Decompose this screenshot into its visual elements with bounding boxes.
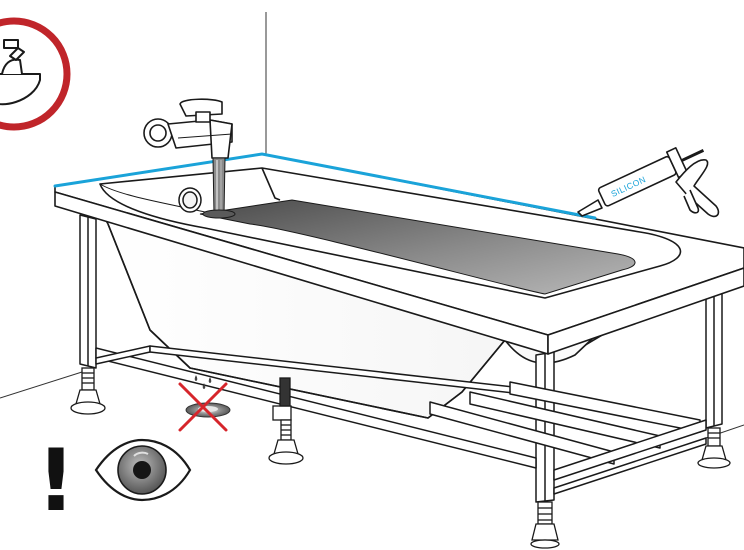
eye-icon: [94, 438, 192, 502]
foot-front-right: [530, 501, 560, 549]
frame-slat-2: [469, 391, 661, 449]
frame-rail-right: [553, 419, 707, 481]
caulk-nozzle: [577, 199, 603, 217]
room-lines: [0, 12, 744, 441]
support-frame: [79, 214, 723, 503]
caulk-gun-icon: SILICON: [577, 147, 720, 218]
foot-front-left: [70, 367, 106, 415]
overflow-drain: [178, 187, 202, 213]
silicone-sealant-line: [53, 152, 597, 220]
frame-rail-right-lower: [553, 437, 707, 495]
leak-forbidden-icon: [178, 375, 231, 432]
adjustable-feet: [70, 367, 731, 549]
wash-basin-icon: [0, 17, 71, 131]
water-stream: [202, 157, 236, 219]
forbidden-cross-line-2: [178, 382, 228, 432]
bath-water: [199, 199, 636, 295]
frame-rail-front: [95, 347, 537, 469]
foot-middle: [268, 377, 304, 465]
rim-side-edge: [547, 267, 744, 355]
faucet-icon: [143, 98, 233, 159]
foot-back-right: [697, 427, 731, 469]
frame-slat-1: [429, 401, 615, 465]
warning-icon: !: [36, 431, 75, 531]
warning-mark: !: [36, 431, 75, 531]
caulk-handle: [675, 159, 720, 218]
